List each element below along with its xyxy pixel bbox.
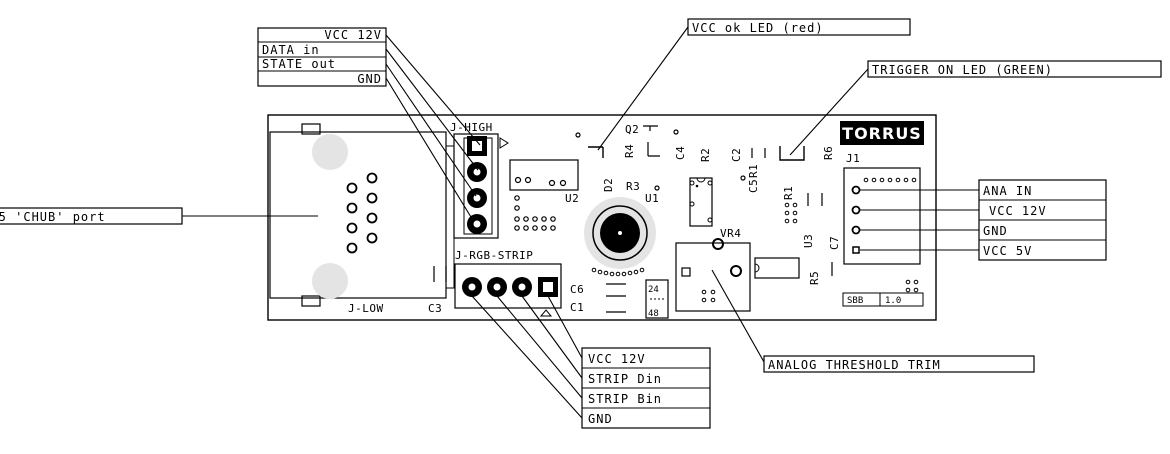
c3-label: C3 xyxy=(428,302,442,315)
j1-pin-ana: ANA IN xyxy=(983,184,1032,198)
c1-label: C1 xyxy=(570,301,584,314)
u3-notch xyxy=(754,263,760,273)
strip-pin-din: STRIP Din xyxy=(588,372,662,386)
c1-marks xyxy=(606,283,626,313)
r1-label: R1 xyxy=(747,164,760,178)
j1-pin-gnd: GND xyxy=(983,224,1008,238)
j-high-label: J-HIGH xyxy=(450,121,493,134)
u1-label: U1 xyxy=(645,192,659,205)
strip-pin-bin: STRIP Bin xyxy=(588,392,662,406)
strip-leaders xyxy=(471,295,583,419)
u2-header xyxy=(509,159,579,191)
r4-label: R4 xyxy=(623,144,636,158)
trigger-led-leader xyxy=(789,68,869,156)
j1-pinout-box xyxy=(978,179,1107,261)
j-low-label: J-LOW xyxy=(348,302,384,315)
j1-pin-vcc5: VCC 5V xyxy=(983,244,1032,258)
strip-pinout-box xyxy=(581,347,711,429)
c-marks-mid xyxy=(807,193,823,206)
trigger-led-body xyxy=(779,146,805,161)
c7-label: C7 xyxy=(828,236,841,250)
vcc-led-label: VCC ok LED (red) xyxy=(692,21,824,35)
via-grid-left xyxy=(514,195,556,231)
c6-label: C6 xyxy=(570,283,584,296)
rj45-connector xyxy=(269,123,455,307)
u3-body xyxy=(754,257,800,279)
via-row-j1 xyxy=(863,177,919,293)
j-rgb-strip-label: J-RGB-STRIP xyxy=(455,249,533,262)
strip-pin-vcc: VCC 12V xyxy=(588,352,646,366)
rj45-label: RJ45 'CHUB' port xyxy=(0,210,106,224)
via-r3 xyxy=(654,185,660,191)
j-high-connector xyxy=(453,133,509,239)
c4-label: C4 xyxy=(674,146,687,160)
trigger-led-label: TRIGGER ON LED (GREEN) xyxy=(872,63,1053,77)
jhigh-pin-gnd: GND xyxy=(357,72,382,86)
strip-pin-gnd: GND xyxy=(588,412,613,426)
u1-ic xyxy=(689,177,713,227)
via-c5 xyxy=(740,175,746,181)
c5-label: C5 xyxy=(747,179,760,193)
version-box xyxy=(842,292,924,307)
d2-label: D2 xyxy=(602,178,615,192)
vcc-led-leader xyxy=(597,26,689,151)
r2-label: R2 xyxy=(699,148,712,162)
via-grid-mid xyxy=(784,202,798,224)
j1-leaders xyxy=(860,189,979,251)
vcc-led-body xyxy=(588,146,604,158)
jumper-48-label: 48 xyxy=(648,309,659,319)
pcb-outline xyxy=(267,114,937,321)
u2-label: U2 xyxy=(565,192,579,205)
via-r4 xyxy=(575,132,581,138)
jumper-24-48 xyxy=(645,279,669,319)
u3-label: U3 xyxy=(802,234,815,248)
jhigh-pin-data: DATA in xyxy=(262,43,320,57)
jhigh-pin-vcc: VCC 12V xyxy=(324,28,382,42)
r1b-label: R1 xyxy=(782,186,795,200)
c3-marks xyxy=(433,266,447,282)
vr4-label: VR4 xyxy=(720,227,741,240)
d2-ring-dots xyxy=(591,267,645,277)
c2-marks xyxy=(751,148,766,158)
jhigh-pin-state: STATE out xyxy=(262,57,336,71)
r5-label: R5 xyxy=(808,271,821,285)
vr4-trimmer xyxy=(675,238,751,312)
j1-pin-vcc12: VCC 12V xyxy=(989,204,1047,218)
analog-trim-box xyxy=(763,355,1035,373)
r3-label: R3 xyxy=(626,180,640,193)
j-rgb-strip-connector xyxy=(454,263,562,317)
jhigh-leaders xyxy=(385,34,481,223)
brand-logo-bg xyxy=(840,121,924,145)
brand-logo: TORRUS xyxy=(842,124,922,143)
d2-led xyxy=(584,197,656,269)
version-left: SBB xyxy=(847,296,863,306)
j1-label: J1 xyxy=(846,152,860,165)
q2-label: Q2 xyxy=(625,123,639,136)
j1-connector xyxy=(843,167,921,265)
jhigh-pinout-box xyxy=(257,27,387,87)
version-right: 1.0 xyxy=(885,296,901,306)
via-q2 xyxy=(673,129,679,135)
r6-label: R6 xyxy=(822,146,835,160)
analog-trim-label: ANALOG THRESHOLD TRIM xyxy=(768,358,941,372)
c2-label: C2 xyxy=(730,148,743,162)
jumper-24-label: 24 xyxy=(648,285,659,295)
analog-trim-leader xyxy=(711,269,765,363)
q2-transistor xyxy=(643,125,660,157)
